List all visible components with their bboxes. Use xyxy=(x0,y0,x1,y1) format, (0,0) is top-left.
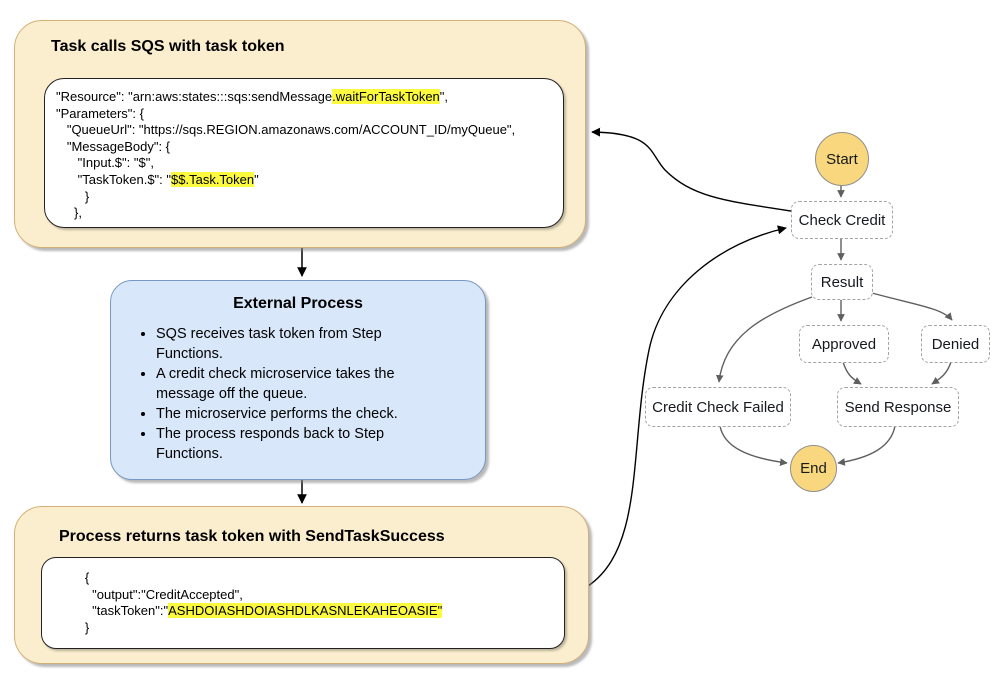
panel-process-returns-title: Process returns task token with SendTask… xyxy=(59,528,445,545)
panel-process-returns: Process returns task token with SendTask… xyxy=(14,506,589,664)
flow-node-check-credit-label: Check Credit xyxy=(798,211,886,229)
panel-task-calls-sqs: Task calls SQS with task token "Resource… xyxy=(14,20,586,248)
send-task-success-code-box: { "output":"CreditAccepted", "taskToken"… xyxy=(41,557,565,649)
code-line: "taskToken":"ASHDOIASHDOIASHDLKASNLEKAHE… xyxy=(56,603,443,619)
sqs-task-code: "Resource": "arn:aws:states:::sqs:sendMe… xyxy=(45,79,563,222)
edge-result-creditcheckfailed xyxy=(715,296,813,383)
code-line: "Resource": "arn:aws:states:::sqs:sendMe… xyxy=(56,89,449,104)
send-task-success-code: { "output":"CreditAccepted", "taskToken"… xyxy=(42,558,564,636)
code-line: "Parameters": { xyxy=(56,105,144,121)
edge-sendresponse-end xyxy=(837,425,896,466)
code-line: "Input.$": "$", xyxy=(56,155,154,171)
code-line: } xyxy=(56,188,90,204)
bullet-item: The process responds back to Step Functi… xyxy=(156,424,424,464)
bullet-item: The microservice performs the check. xyxy=(156,404,424,424)
flow-node-result: Result xyxy=(811,264,873,300)
arrow-checkcredit-to-panel1 xyxy=(591,127,792,212)
flow-node-start-label: Start xyxy=(826,150,858,168)
flow-node-result-label: Result xyxy=(820,273,864,291)
edge-denied-sendresponse xyxy=(931,361,952,385)
flow-node-denied: Denied xyxy=(921,325,990,363)
external-process-bullets: SQS receives task token from Step Functi… xyxy=(111,324,485,464)
flow-node-check-credit: Check Credit xyxy=(791,201,893,239)
edge-approved-sendresponse xyxy=(842,361,862,385)
flow-node-credit-check-failed: Credit Check Failed xyxy=(645,387,791,427)
code-line: } xyxy=(56,619,90,635)
flow-node-send-response-label: Send Response xyxy=(844,398,952,416)
panel-task-calls-title: Task calls SQS with task token xyxy=(51,38,285,55)
code-line: "TaskToken.$": "$$.Task.Token" xyxy=(56,171,259,187)
flow-node-denied-label: Denied xyxy=(931,335,980,353)
edge-result-denied xyxy=(871,292,953,321)
bullet-item: A credit check microservice takes the me… xyxy=(156,364,424,404)
arrow-panel2-to-checkcredit xyxy=(587,225,787,587)
code-line: "MessageBody": { xyxy=(56,138,171,154)
flow-node-end-label: End xyxy=(800,460,827,477)
code-line: { xyxy=(56,570,90,585)
flow-node-approved: Approved xyxy=(799,325,889,363)
external-process-title: External Process xyxy=(233,295,363,312)
code-line: }, xyxy=(56,205,83,221)
panel-external-process: External Process SQS receives task token… xyxy=(110,280,486,480)
flow-node-end: End xyxy=(790,445,837,492)
sqs-task-code-box: "Resource": "arn:aws:states:::sqs:sendMe… xyxy=(44,78,564,228)
flow-node-send-response: Send Response xyxy=(837,387,959,427)
code-line: "output":"CreditAccepted", xyxy=(56,586,243,602)
bullet-item: SQS receives task token from Step Functi… xyxy=(156,324,424,364)
flow-node-start: Start xyxy=(815,132,869,186)
code-line: "QueueUrl": "https://sqs.REGION.amazonaw… xyxy=(56,122,516,138)
flow-node-approved-label: Approved xyxy=(811,335,877,353)
flow-node-credit-check-failed-label: Credit Check Failed xyxy=(652,398,784,416)
edge-creditcheckfailed-end xyxy=(719,425,788,466)
